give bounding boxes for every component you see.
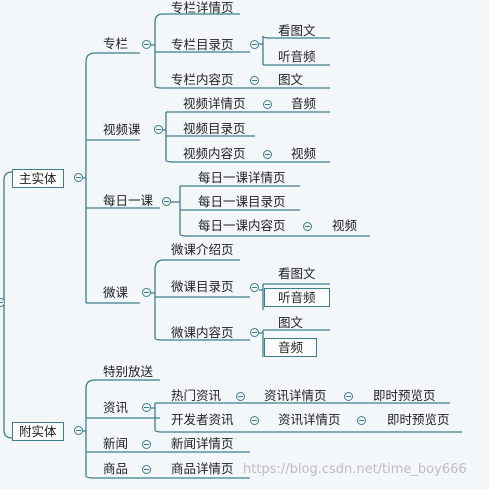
root-collapse-icon[interactable] bbox=[0, 298, 5, 307]
node-micro-content-text[interactable]: 图文 bbox=[278, 315, 304, 330]
micro-catalog-collapse-icon[interactable] bbox=[250, 283, 259, 292]
node-news-detail[interactable]: 新闻详情页 bbox=[171, 436, 234, 451]
node-dev-news-preview[interactable]: 即时预览页 bbox=[387, 412, 450, 427]
node-column-content-text[interactable]: 图文 bbox=[278, 72, 304, 87]
aux-entity-collapse-icon[interactable] bbox=[74, 426, 83, 435]
node-video-catalog[interactable]: 视频目录页 bbox=[183, 121, 246, 136]
node-daily-detail[interactable]: 每日一课详情页 bbox=[198, 170, 286, 185]
node-video-content[interactable]: 视频内容页 bbox=[183, 146, 246, 161]
node-micro-intro[interactable]: 微课介绍页 bbox=[171, 242, 234, 257]
daily-content-collapse-icon[interactable] bbox=[303, 222, 312, 231]
node-hot-news[interactable]: 热门资讯 bbox=[171, 388, 222, 403]
node-special-broadcast[interactable]: 特别放送 bbox=[103, 364, 154, 379]
node-video-detail[interactable]: 视频详情页 bbox=[183, 96, 246, 111]
node-hot-news-detail[interactable]: 资讯详情页 bbox=[264, 388, 327, 403]
video-content-collapse-icon[interactable] bbox=[263, 150, 272, 159]
node-goods[interactable]: 商品 bbox=[103, 461, 129, 476]
node-column-catalog[interactable]: 专栏目录页 bbox=[171, 37, 234, 52]
video-collapse-icon[interactable] bbox=[154, 125, 163, 134]
watermark: https://blog.csdn.net/time_boy666 bbox=[243, 462, 467, 477]
node-goods-detail[interactable]: 商品详情页 bbox=[171, 461, 234, 476]
node-column-catalog-read[interactable]: 看图文 bbox=[278, 23, 316, 38]
dev-news-collapse-icon[interactable] bbox=[250, 416, 259, 425]
video-detail-collapse-icon[interactable] bbox=[263, 100, 272, 109]
node-micro-content-audio[interactable]: 音频 bbox=[264, 338, 318, 357]
news-info-collapse-icon[interactable] bbox=[142, 403, 151, 412]
news-collapse-icon[interactable] bbox=[142, 440, 151, 449]
main-entity-collapse-icon[interactable] bbox=[74, 173, 83, 182]
hot-news-collapse-icon[interactable] bbox=[236, 392, 245, 401]
goods-collapse-icon[interactable] bbox=[142, 465, 151, 474]
node-news[interactable]: 新闻 bbox=[103, 436, 129, 451]
node-daily-lesson[interactable]: 每日一课 bbox=[103, 193, 154, 208]
node-dev-news-detail[interactable]: 资讯详情页 bbox=[278, 412, 341, 427]
node-main-entity[interactable]: 主实体 bbox=[12, 169, 64, 188]
daily-collapse-icon[interactable] bbox=[162, 197, 171, 206]
column-catalog-collapse-icon[interactable] bbox=[250, 40, 259, 49]
micro-collapse-icon[interactable] bbox=[142, 288, 151, 297]
node-column[interactable]: 专栏 bbox=[103, 36, 129, 51]
node-micro-catalog-listen[interactable]: 听音频 bbox=[264, 288, 330, 307]
node-dev-news[interactable]: 开发者资讯 bbox=[171, 412, 234, 427]
node-micro-catalog[interactable]: 微课目录页 bbox=[171, 279, 234, 294]
column-collapse-icon[interactable] bbox=[142, 40, 151, 49]
node-daily-catalog[interactable]: 每日一课目录页 bbox=[198, 194, 286, 209]
column-content-collapse-icon[interactable] bbox=[250, 76, 259, 85]
node-column-content[interactable]: 专栏内容页 bbox=[171, 72, 234, 87]
node-video-content-video[interactable]: 视频 bbox=[291, 146, 317, 161]
node-daily-content[interactable]: 每日一课内容页 bbox=[198, 218, 286, 233]
micro-content-collapse-icon[interactable] bbox=[250, 328, 259, 337]
node-micro-course[interactable]: 微课 bbox=[103, 285, 129, 300]
node-micro-catalog-read[interactable]: 看图文 bbox=[278, 266, 316, 281]
node-video-course[interactable]: 视频课 bbox=[103, 122, 141, 137]
node-video-detail-audio[interactable]: 音频 bbox=[291, 96, 317, 111]
node-daily-content-video[interactable]: 视频 bbox=[332, 218, 358, 233]
node-micro-content[interactable]: 微课内容页 bbox=[171, 325, 234, 340]
node-news-info[interactable]: 资讯 bbox=[103, 400, 129, 415]
node-column-detail[interactable]: 专栏详情页 bbox=[171, 0, 234, 15]
hot-news-detail-collapse-icon[interactable] bbox=[344, 392, 353, 401]
node-aux-entity[interactable]: 附实体 bbox=[12, 422, 64, 441]
dev-news-detail-collapse-icon[interactable] bbox=[357, 416, 366, 425]
node-column-catalog-listen[interactable]: 听音频 bbox=[278, 49, 316, 64]
node-hot-news-preview[interactable]: 即时预览页 bbox=[373, 388, 436, 403]
